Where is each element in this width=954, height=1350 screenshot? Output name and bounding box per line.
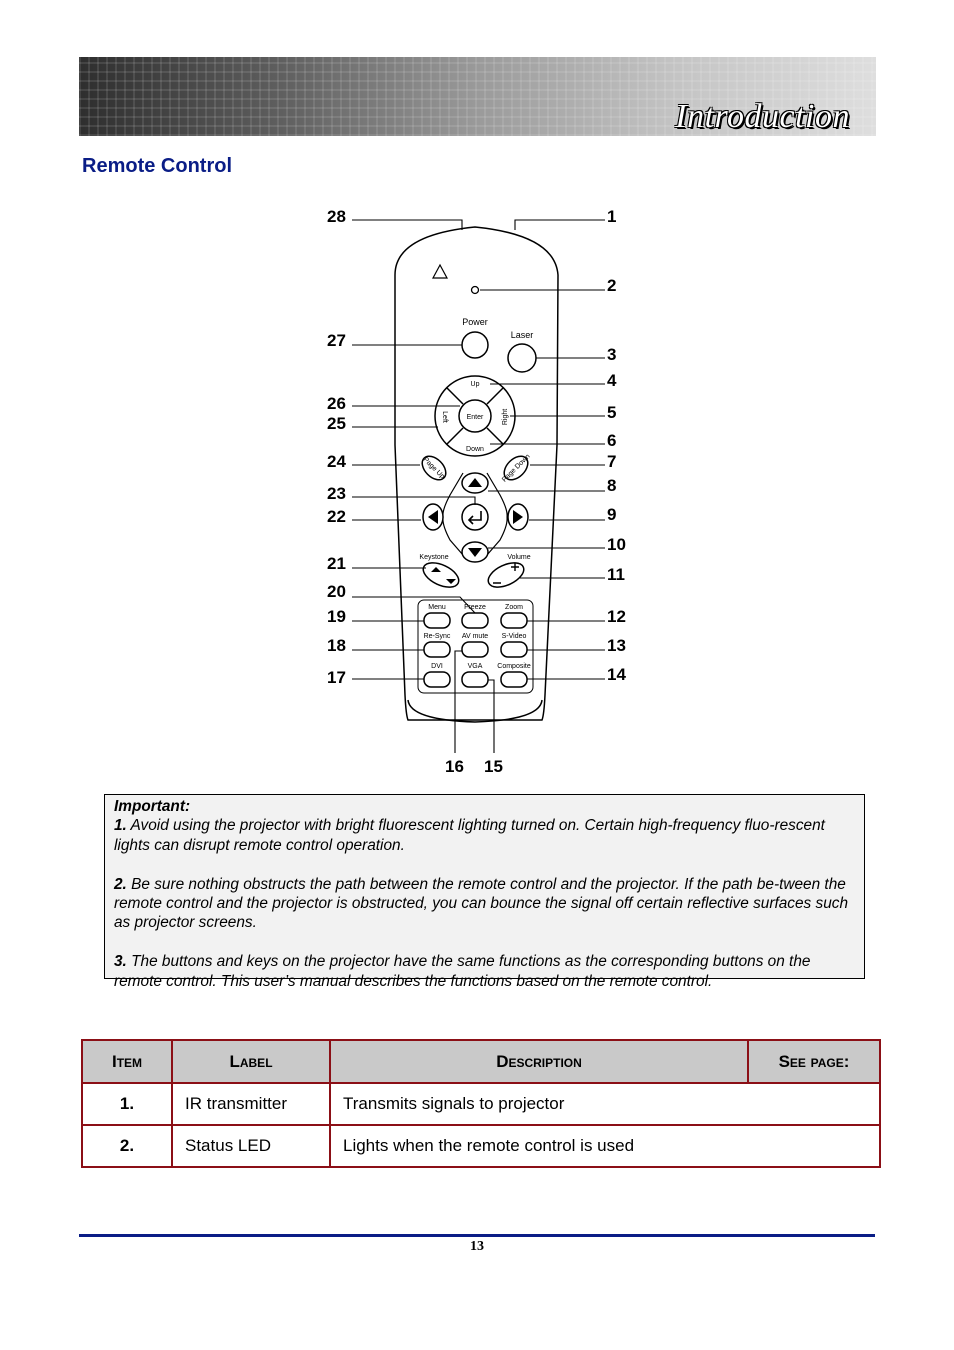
header-title: Introduction [675,98,850,135]
callout-4: 4 [607,371,617,390]
enter-label: Enter [467,414,484,421]
dvi-label: DVI [431,663,443,670]
important-note-box: Important: 1. Avoid using the projector … [104,794,865,990]
callout-6: 6 [607,431,616,450]
callout-22: 22 [327,507,346,526]
cell-description: Transmits signals to projector [329,1082,881,1126]
callout-24: 24 [327,452,346,471]
header-label: Label [171,1039,331,1084]
callout-17: 17 [327,668,346,687]
callout-23: 23 [327,484,346,503]
table-row: 2. Status LED Lights when the remote con… [81,1124,881,1168]
zoom-label: Zoom [505,604,523,611]
callout-11: 11 [607,565,625,584]
cell-item: 1. [81,1082,173,1126]
callout-26: 26 [327,394,346,413]
header-item: Item [81,1039,173,1084]
volume-plus-minus-icon [493,563,519,584]
vga-label: VGA [468,663,483,670]
items-table: Item Label Description See page: 1. IR t… [81,1039,881,1168]
function-buttons [423,612,528,688]
keystone-label: Keystone [419,554,448,561]
composite-label: Composite [497,663,531,670]
callout-10: 10 [607,535,626,554]
footer-rule [79,1234,875,1237]
cell-label: IR transmitter [171,1082,331,1126]
note-3: 3. The buttons and keys on the projector… [114,953,811,990]
note-2: 2. Be sure nothing obstructs the path be… [114,875,849,932]
callout-5: 5 [607,403,616,422]
header-see-page: See page: [747,1039,881,1084]
cell-label: Status LED [171,1124,331,1168]
callout-14: 14 [607,665,626,684]
svideo-label: S-Video [502,633,527,640]
volume-button [487,562,525,588]
arrow-down-icon [468,548,482,557]
mouse-enter-button [461,503,489,531]
arrow-up-icon [468,478,482,487]
page-down-button [503,455,529,481]
callout-27: 27 [327,331,346,350]
section-title: Remote Control [82,155,232,177]
callout-12: 12 [607,607,626,626]
callout-16: 16 [445,757,464,776]
down-label: Down [466,446,484,453]
table-header-row: Item Label Description See page: [81,1039,881,1084]
right-label: Right [502,409,509,425]
page-number: 13 [470,1239,484,1254]
function-button-panel [417,599,534,694]
callout-1: 1 [607,207,616,226]
laser-label: Laser [511,330,534,340]
callout-28: 28 [327,207,346,226]
remote-control-diagram: Power Laser Up Down Enter Left Right Pag… [327,207,626,776]
up-label: Up [471,381,480,388]
callout-3: 3 [607,345,616,364]
callout-18: 18 [327,636,346,655]
resync-label: Re-Sync [424,633,451,640]
callout-2: 2 [607,276,616,295]
leader-lines [352,219,605,753]
header-description: Description [329,1039,749,1084]
note-1: 1. Avoid using the projector with bright… [114,817,825,854]
power-button [461,331,489,359]
keystone-button [422,562,460,588]
important-heading: Important: [114,798,191,815]
power-label: Power [462,317,488,327]
freeze-label: Freeze [464,604,486,611]
callout-7: 7 [607,452,616,471]
arrow-right-icon [513,510,523,524]
callout-8: 8 [607,476,616,495]
cell-item: 2. [81,1124,173,1168]
page-up-button [421,455,447,481]
avmute-label: AV mute [462,633,488,640]
callout-13: 13 [607,636,626,655]
arrow-left-icon [428,510,438,524]
table-row: 1. IR transmitter Transmits signals to p… [81,1082,881,1126]
callout-9: 9 [607,505,616,524]
remote-bottom [407,699,543,723]
callout-20: 20 [327,582,346,601]
keystone-up-icon [431,567,456,584]
mouse-pad-outline [442,472,508,556]
callout-15: 15 [484,757,503,776]
status-led [470,285,480,295]
header-banner: Introduction [79,57,876,136]
volume-label: Volume [507,554,530,561]
navigation-pad [434,375,516,457]
left-label: Left [441,411,448,423]
laser-warning-icon [431,263,449,279]
callout-25: 25 [327,414,346,433]
laser-button [507,343,537,373]
menu-label: Menu [428,604,446,611]
callout-21: 21 [327,554,346,573]
callout-19: 19 [327,607,346,626]
return-arrow-icon [467,511,482,525]
remote-body [394,226,559,721]
cell-description: Lights when the remote control is used [329,1124,881,1168]
